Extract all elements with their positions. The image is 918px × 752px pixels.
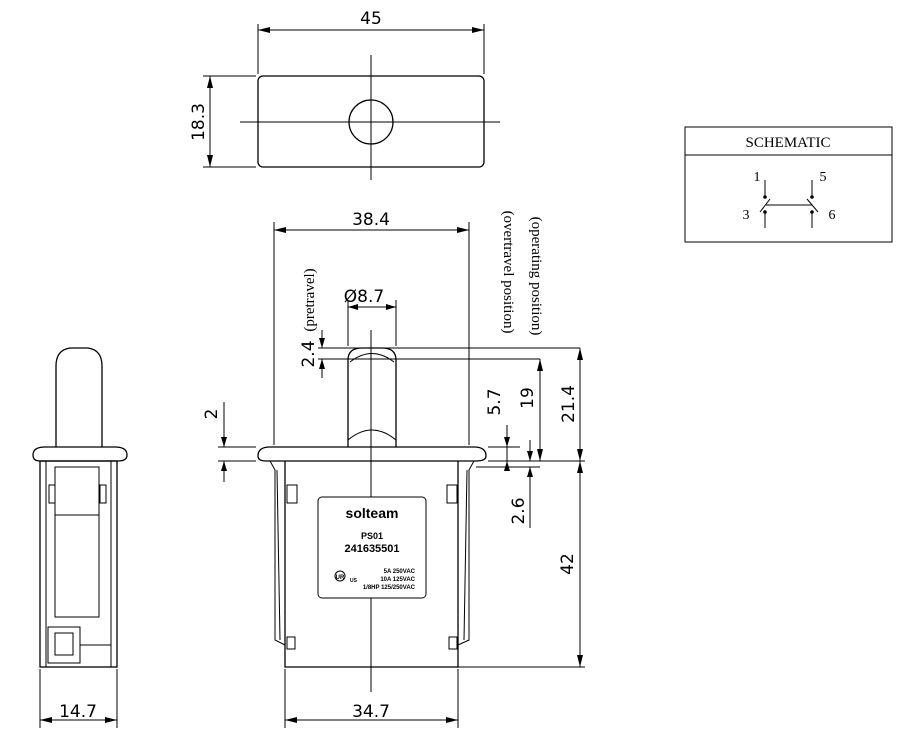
top-height-dim: 18.3 (189, 103, 209, 141)
front-view-flange (257, 446, 487, 462)
schematic-title: SCHEMATIC (745, 135, 830, 151)
pretravel-dim: 2.4 (299, 340, 319, 367)
pretravel-label: (pretravel) (302, 268, 318, 331)
base-width-dim: 34.7 (352, 702, 390, 722)
ul-cert-icon: UR (334, 570, 346, 582)
top-width-dim: 45 (360, 9, 382, 29)
label-plate: solteam PS01 241635501 UR US 5A 250VAC 1… (317, 496, 427, 599)
overtravel-label: (overtravel position) (500, 211, 516, 334)
front-view: solteam PS01 241635501 UR US 5A 250VAC 1… (202, 210, 585, 728)
schematic-box (684, 126, 893, 243)
left-spring-clip (269, 460, 286, 646)
schematic-pin-3: 3 (743, 208, 750, 223)
label-cert-text: US (350, 578, 358, 584)
plunger-dia-dim: Ø8.7 (344, 287, 384, 307)
top-view: 45 18.3 (189, 9, 500, 180)
schematic: SCHEMATIC 1 5 3 6 (684, 126, 893, 243)
dim-21-4: 21.4 (559, 385, 579, 423)
side-view-flange (32, 446, 128, 462)
body-width-dim: 38.4 (352, 210, 390, 230)
schematic-pin-1: 1 (754, 170, 761, 185)
front-view-plunger (347, 347, 397, 447)
label-rating-3: 1/8HP 125/250VAC (363, 585, 416, 591)
schematic-pin-6: 6 (829, 208, 836, 223)
schematic-pin-5: 5 (820, 170, 827, 185)
operating-label: (operating position) (528, 217, 544, 336)
dim-5-7: 5.7 (485, 388, 505, 415)
label-rating-1: 5A 250VAC (384, 569, 416, 575)
side-width-dim: 14.7 (59, 702, 97, 722)
flange-dim: 2 (202, 409, 222, 420)
label-brand: solteam (346, 505, 399, 521)
side-view: 14.7 (32, 347, 128, 728)
dim-42: 42 (558, 553, 578, 575)
right-spring-clip (457, 460, 475, 646)
dim-19: 19 (518, 387, 538, 409)
label-part-number: 241635501 (344, 543, 399, 555)
side-view-plunger (55, 347, 103, 447)
dim-2-6: 2.6 (509, 497, 529, 524)
side-view-body (39, 460, 118, 668)
label-model: PS01 (361, 531, 383, 541)
label-rating-2: 10A 125VAC (380, 577, 415, 583)
svg-text:UR: UR (336, 575, 345, 581)
